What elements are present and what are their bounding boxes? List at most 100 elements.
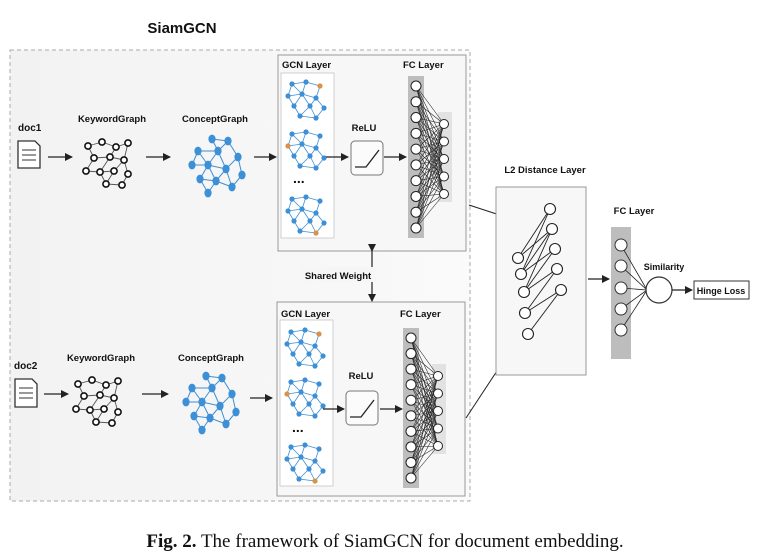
gcn-node: [289, 196, 295, 202]
concept-node: [194, 146, 202, 156]
gcn-node: [321, 220, 327, 226]
gcn-node: [316, 381, 322, 387]
fc-edge: [415, 101, 445, 160]
keyword-node: [112, 143, 120, 151]
fc-neuron: [410, 143, 422, 155]
fc-neuron: [410, 96, 422, 108]
gcn-edge: [299, 230, 317, 234]
fc-edge: [415, 158, 445, 229]
gcn-node: [313, 95, 319, 101]
keyword-node: [108, 419, 116, 427]
l2-edge: [527, 289, 562, 335]
gcn-node: [288, 379, 294, 385]
fc-neuron: [433, 388, 443, 399]
fc-edge: [415, 133, 445, 195]
fc-edge: [410, 353, 439, 412]
concept-node: [214, 146, 222, 156]
gcn-node: [307, 218, 313, 224]
keyword-node: [106, 153, 114, 161]
l2-neuron: [521, 327, 535, 341]
fc-edge: [415, 176, 445, 197]
l2-edge: [517, 208, 551, 259]
fc-edge: [410, 353, 439, 377]
doc1-label: doc1: [18, 123, 42, 134]
fc-right-neuron: [614, 281, 628, 295]
fc-layer-label-right: FC Layer: [614, 206, 655, 217]
gcn-node: [285, 143, 291, 149]
fc-edge: [415, 85, 445, 160]
fc-edge: [410, 384, 439, 447]
fc-neuron: [405, 348, 417, 360]
fc-edge: [415, 158, 445, 197]
fc-edge: [410, 375, 439, 401]
gcn-node: [316, 446, 322, 452]
gcn-node: [303, 79, 309, 85]
fc-edge: [410, 393, 439, 416]
fc-edge: [410, 410, 439, 432]
gcn-layer-label-top: GCN Layer: [282, 60, 331, 71]
gcn-node: [302, 377, 308, 383]
fc-neuron: [410, 112, 422, 124]
keyword-node: [72, 405, 80, 413]
fc-edge: [415, 193, 445, 229]
similarity-node: [645, 276, 673, 304]
gcn-node: [307, 103, 313, 109]
fc-edge: [410, 445, 439, 479]
gcn-node: [302, 327, 308, 333]
fc-neuron: [405, 363, 417, 375]
fc-edge: [415, 101, 445, 125]
gcn-node: [284, 456, 290, 462]
fc-edge: [410, 428, 439, 479]
fc-edge: [410, 337, 439, 377]
fc-neuron: [405, 410, 417, 422]
fc-edge: [415, 158, 445, 181]
fc-neuron: [433, 423, 443, 434]
fc-edge: [415, 117, 445, 177]
fc-neuron: [410, 222, 422, 234]
gcn-node: [313, 230, 319, 236]
keyword-node: [114, 377, 122, 385]
concept-node: [188, 160, 196, 170]
l2-edge: [523, 248, 556, 293]
concept-node: [188, 383, 196, 393]
l2-edge: [523, 268, 558, 293]
gcn-node: [288, 444, 294, 450]
fc-edge: [415, 148, 445, 195]
fc-edge: [410, 410, 439, 479]
shared-weight-label: Shared Weight: [305, 271, 372, 282]
relu-label-bottom: ReLU: [349, 371, 374, 382]
gcn-node: [284, 391, 290, 397]
fc-edge: [410, 400, 439, 447]
hinge-loss-label: Hinge Loss: [697, 286, 746, 296]
fc-network-top: [408, 76, 452, 238]
gcn-edge: [298, 413, 316, 417]
l2-edge: [520, 208, 551, 275]
gcn-node: [290, 351, 296, 357]
gcn-node: [285, 93, 291, 99]
l2-edge: [523, 228, 553, 293]
fc-edge: [415, 117, 445, 142]
keyword-node: [92, 418, 100, 426]
gcn-node: [284, 341, 290, 347]
gcn-node: [296, 476, 302, 482]
concept-node: [218, 373, 226, 383]
keyword-node: [98, 138, 106, 146]
fc-right-nodes: [614, 238, 648, 337]
l2-neuron: [517, 285, 531, 299]
concept-node: [228, 182, 236, 192]
concept-node: [224, 136, 232, 146]
gcn-node: [320, 468, 326, 474]
fc-edge: [415, 164, 445, 195]
gcn-node: [299, 91, 305, 97]
caption-label: Fig. 2.: [146, 531, 197, 552]
gcn-graph-bottom-2: [284, 377, 326, 419]
gcn-node: [285, 208, 291, 214]
concept-node: [204, 188, 212, 198]
fc-edge: [415, 133, 445, 160]
top-branch: doc1 KeywordGraph ConceptGraph GCN Layer…: [17, 54, 467, 252]
fc-edge: [415, 133, 445, 177]
gcn-node: [321, 155, 327, 161]
gcn-node: [317, 133, 323, 139]
fc-edge: [410, 393, 439, 432]
fc-neuron: [405, 441, 417, 453]
